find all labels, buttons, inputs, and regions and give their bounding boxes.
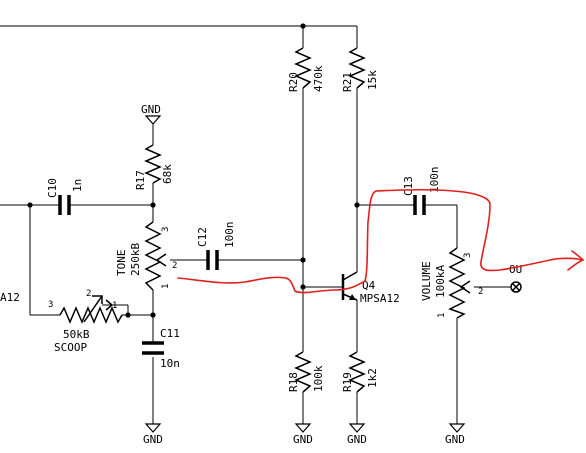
c11-value: 10n xyxy=(160,357,180,370)
capacitor-c10: C10 1n xyxy=(46,178,84,215)
c13-ref: C13 xyxy=(402,176,415,196)
junction-dots xyxy=(27,23,360,318)
resistor-r21: R21 15k xyxy=(341,47,379,92)
c12-value: 100n xyxy=(223,222,236,249)
ground-volume: GND xyxy=(445,423,466,446)
partial-label-a12: A12 xyxy=(0,291,20,304)
r19-ref: R19 xyxy=(341,372,354,392)
resistor-r18: R18 100k xyxy=(287,351,325,393)
scoop-name: SCOOP xyxy=(54,341,87,354)
r19-value: 1k2 xyxy=(366,368,379,388)
ground-r18: GND xyxy=(293,423,313,446)
tone-pin-3: 3 xyxy=(161,227,171,232)
wires xyxy=(0,25,511,424)
tone-name: TONE xyxy=(115,250,128,277)
red-signal-path-annotation xyxy=(177,188,584,294)
scoop-pin-1: 1 xyxy=(112,301,117,311)
capacitor-c13: C13 100n xyxy=(402,167,441,215)
tone-value: 250kB xyxy=(129,243,142,276)
r20-value: 470k xyxy=(312,65,325,92)
r18-value: 100k xyxy=(312,365,325,392)
ground-top: GND xyxy=(141,103,162,125)
tone-pin-2: 2 xyxy=(172,261,177,271)
ground-label: GND xyxy=(293,433,313,446)
capacitor-c12: C12 100n xyxy=(196,222,236,270)
scoop-pin-2: 2 xyxy=(86,289,91,299)
r18-ref: R18 xyxy=(287,372,300,392)
scoop-potentiometer: 3 2 1 50kB SCOOP xyxy=(48,289,128,354)
c10-value: 1n xyxy=(71,179,84,192)
r17-ref: R17 xyxy=(134,170,147,190)
resistor-r17: R17 68k xyxy=(134,144,174,190)
resistor-r20: R20 470k xyxy=(287,47,325,92)
scoop-pin-3: 3 xyxy=(48,300,53,310)
resistor-r19: R19 1k2 xyxy=(341,351,379,393)
capacitor-c11: C11 10n xyxy=(142,327,180,370)
c13-value: 100n xyxy=(428,167,441,194)
volume-potentiometer: VOLUME 100kA 3 2 1 xyxy=(420,247,483,319)
volume-pin-1: 1 xyxy=(437,313,447,318)
ground-label: GND xyxy=(347,433,367,446)
tone-pin-1: 1 xyxy=(161,284,171,289)
volume-name: VOLUME xyxy=(420,261,433,301)
r21-value: 15k xyxy=(366,70,379,90)
volume-value: 100kA xyxy=(434,265,447,298)
ground-label: GND xyxy=(445,433,465,446)
ground-label: GND xyxy=(141,103,161,116)
q4-ref: Q4 xyxy=(362,279,376,292)
tone-potentiometer: TONE 250kB 2 1 3 xyxy=(115,221,177,291)
r20-ref: R20 xyxy=(287,72,300,92)
r21-ref: R21 xyxy=(341,72,354,92)
r17-value: 68k xyxy=(161,164,174,184)
ground-tone: GND xyxy=(143,423,163,446)
output-label: OU xyxy=(509,263,522,276)
transistor-q4: Q4 MPSA12 xyxy=(341,271,400,305)
q4-part: MPSA12 xyxy=(360,292,400,305)
volume-pin-2: 2 xyxy=(478,287,483,297)
volume-pin-3: 3 xyxy=(463,253,473,258)
ground-r19: GND xyxy=(347,423,367,446)
c12-ref: C12 xyxy=(196,227,209,247)
ground-label: GND xyxy=(143,433,163,446)
c11-ref: C11 xyxy=(160,327,180,340)
scoop-value: 50kB xyxy=(63,328,90,341)
c10-ref: C10 xyxy=(46,178,59,198)
